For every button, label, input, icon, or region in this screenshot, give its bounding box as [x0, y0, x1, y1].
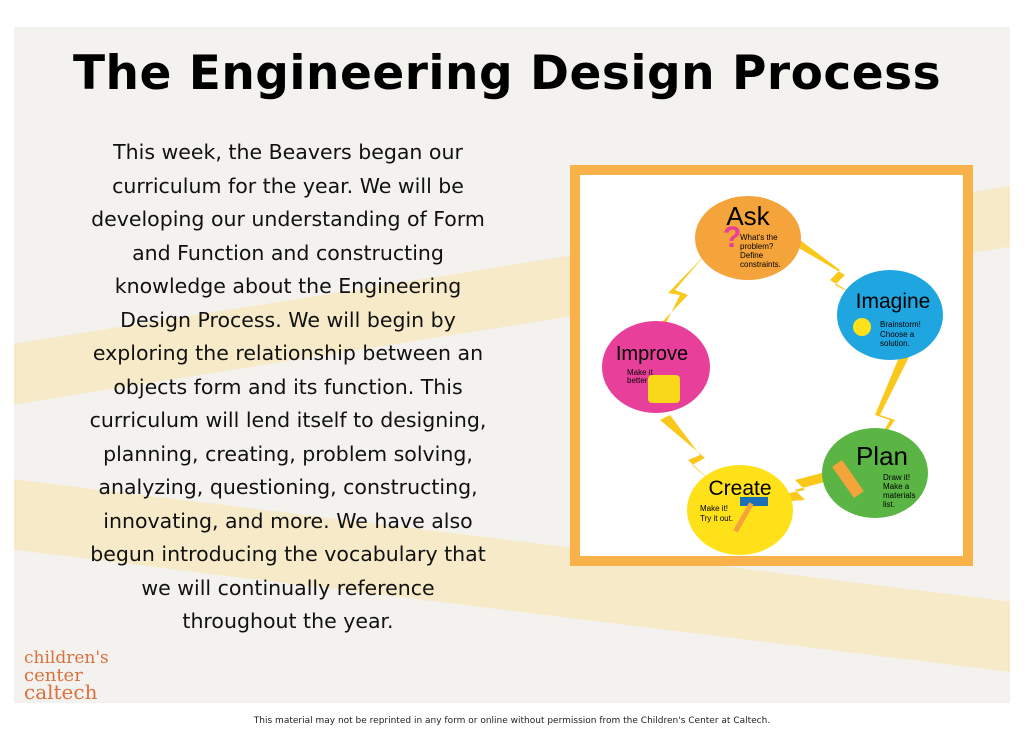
diagram-shape — [837, 270, 943, 360]
diagram-label: Try it out. — [700, 514, 733, 523]
step-plan: Plan Draw it! Make a materials list. — [822, 428, 928, 518]
diagram-label: Create — [708, 477, 771, 500]
body-line: planning, creating, problem solving, — [103, 441, 473, 466]
page-title: The Engineering Design Process — [72, 46, 942, 101]
diagram-shape — [660, 415, 715, 485]
diagram-shape — [602, 321, 710, 413]
diagram-label: Draw it! — [883, 473, 910, 482]
diagram-label: solution. — [880, 339, 910, 348]
body-line: throughout the year. — [182, 609, 394, 633]
body-line: innovating, and more. We have also — [103, 508, 473, 533]
diagram-label: Plan — [856, 441, 908, 471]
step-improve: Improve Make it better! — [602, 321, 710, 413]
body-line: we will continually reference — [141, 575, 435, 600]
diagram-shape — [733, 502, 754, 533]
body-line: objects form and its function. This — [113, 374, 463, 399]
body-line: curriculum will lend itself to designing… — [89, 408, 487, 432]
diagram-label: problem? — [740, 242, 774, 251]
diagram-label: Brainstorm! — [880, 320, 921, 329]
lightbulb-icon — [853, 318, 871, 336]
hammer-icon — [733, 497, 768, 533]
body-line: This week, the Beavers began our — [113, 140, 463, 164]
logo-line: caltech — [24, 680, 98, 704]
step-ask: Ask ? What's the problem? Define constra… — [695, 196, 801, 280]
logo-line: children's — [24, 648, 109, 668]
body-line: Design Process. We will begin by — [120, 307, 456, 332]
diagram-shape — [822, 428, 928, 518]
diagram-label: Imagine — [856, 290, 931, 313]
design-process-diagram: Ask ? What's the problem? Define constra… — [570, 165, 973, 566]
logo-line: center — [24, 665, 83, 686]
diagram-shape — [687, 465, 793, 555]
body-line: begun introducing the vocabulary that — [90, 542, 486, 566]
step-create: Create Make it! Try it out. — [687, 465, 793, 555]
thumbs-up-icon — [648, 375, 680, 403]
pencil-icon — [832, 459, 864, 499]
body-line: knowledge about the Engineering — [114, 274, 462, 298]
diagram-label: Choose a — [880, 330, 915, 339]
body-line: curriculum for the year. We will be — [112, 173, 464, 198]
diagram-label: materials — [883, 491, 915, 500]
body-line: and Function and constructing — [132, 240, 444, 265]
diagram-label: Make a — [883, 482, 910, 491]
body-text: This week, the Beavers began our curricul… — [58, 136, 518, 639]
diagram-label: Make it — [627, 368, 654, 377]
diagram-shape — [695, 196, 801, 280]
step-imagine: Imagine Brainstorm! Choose a solution. — [837, 270, 943, 360]
body-line: developing our understanding of Form — [91, 207, 485, 231]
diagram-label: Make it! — [700, 504, 728, 513]
diagram-label: What's the — [740, 233, 778, 242]
body-line: exploring the relationship between an — [92, 341, 484, 365]
diagram-label: Improve — [616, 343, 688, 365]
question-mark-icon: ? — [723, 221, 741, 254]
diagram-label: constraints. — [740, 260, 781, 269]
diagram-shape — [730, 467, 850, 505]
diagram-label: better! — [627, 376, 650, 385]
diagram-label: list. — [883, 500, 895, 509]
body-line: analyzing, questioning, constructing, — [98, 475, 478, 499]
childrens-center-logo: children's center caltech — [24, 648, 109, 704]
diagram-label: Define — [740, 251, 764, 260]
diagram-shape — [740, 497, 768, 506]
diagram-label: Ask — [726, 201, 770, 231]
copyright-footer: This material may not be reprinted in an… — [253, 716, 771, 726]
